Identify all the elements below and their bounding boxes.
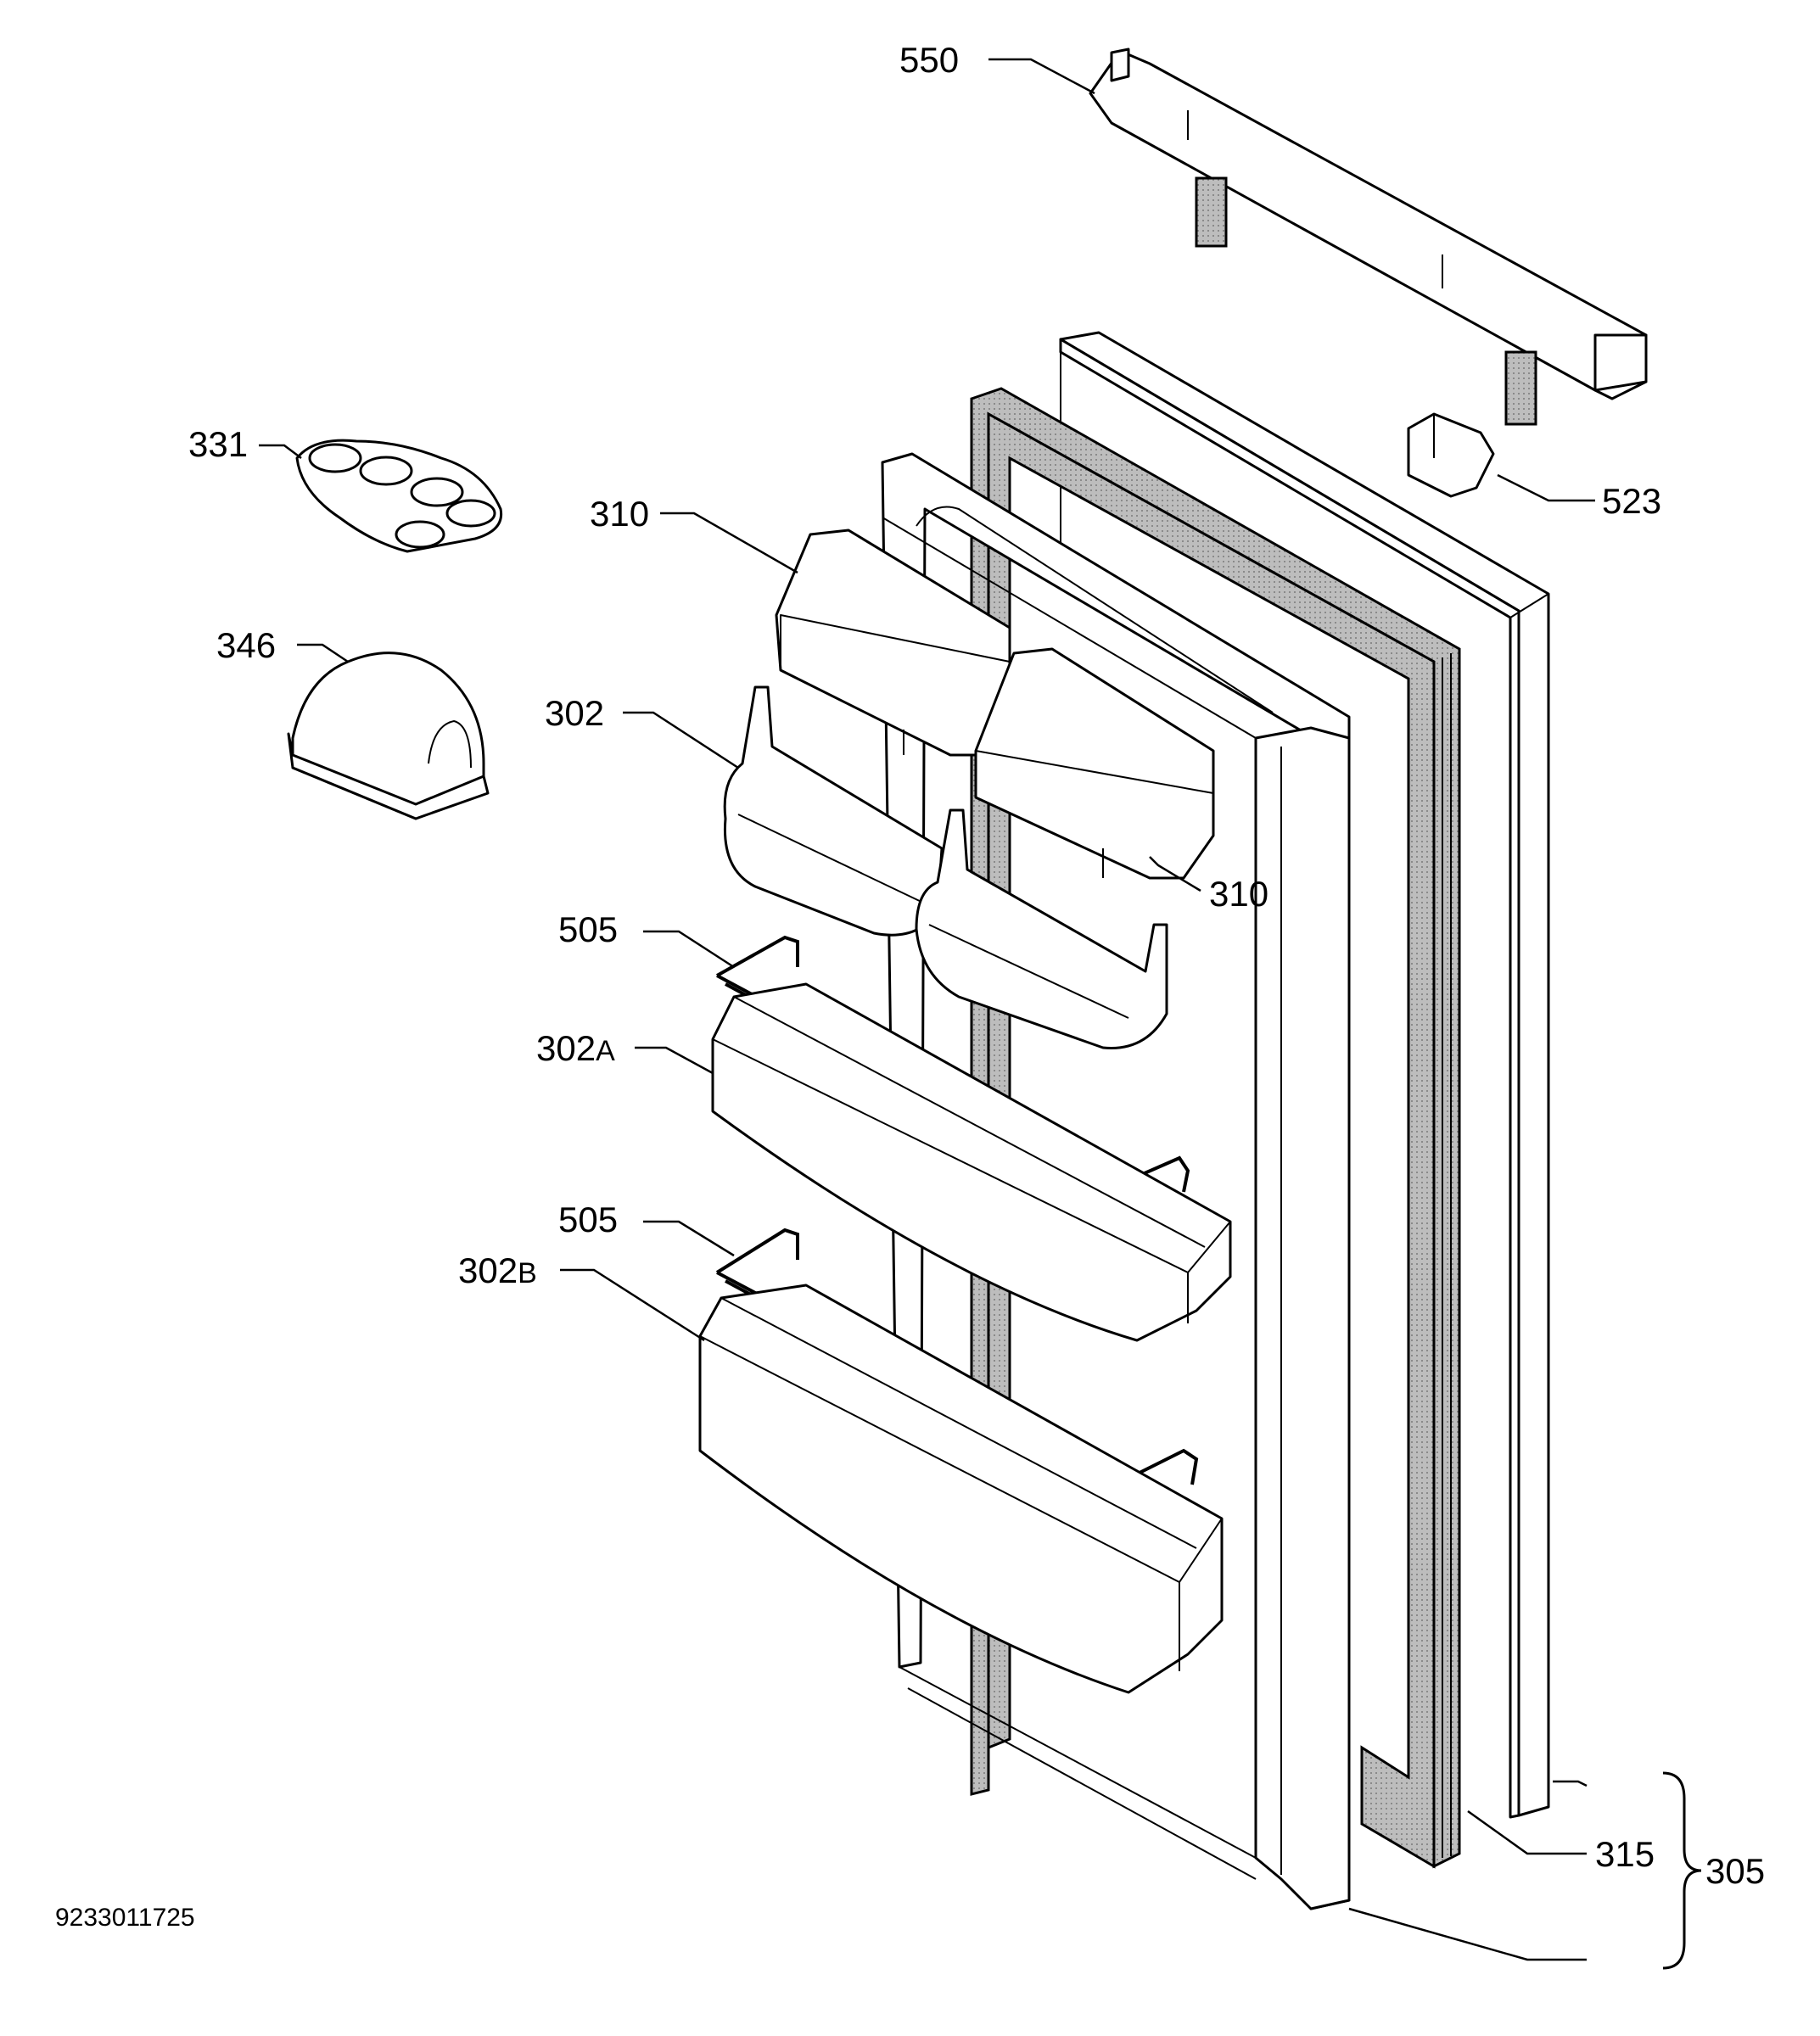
door-tray-302A	[711, 982, 1232, 1342]
label-302B: 302B	[458, 1250, 537, 1290]
label-302A: 302A	[536, 1028, 615, 1068]
label-305: 305	[1705, 1851, 1765, 1891]
label-346: 346	[216, 625, 276, 665]
top-hinge-cover-550	[1089, 48, 1648, 426]
label-315: 315	[1595, 1834, 1655, 1874]
egg-tray-331	[295, 439, 503, 553]
label-310-right: 310	[1209, 874, 1268, 914]
butter-dish-346	[287, 652, 490, 820]
label-505-top: 505	[558, 909, 618, 949]
hinge-part-523	[1407, 412, 1495, 498]
inner-door-liner	[881, 452, 1351, 1910]
label-505-bottom: 505	[558, 1200, 618, 1239]
label-302: 302	[545, 693, 604, 733]
group-brace-305	[1662, 1771, 1702, 1970]
compartment-lid-310-right	[974, 647, 1215, 880]
label-310-top: 310	[590, 494, 649, 534]
door-tray-302B	[698, 1284, 1224, 1694]
door-shelf-302-right	[915, 808, 1168, 1049]
label-550: 550	[899, 40, 959, 80]
label-331: 331	[188, 424, 248, 464]
door-gasket	[970, 387, 1461, 1869]
label-523: 523	[1602, 481, 1661, 521]
drawing-number: 9233011725	[55, 1904, 195, 1932]
leader-lines	[259, 58, 1595, 1961]
